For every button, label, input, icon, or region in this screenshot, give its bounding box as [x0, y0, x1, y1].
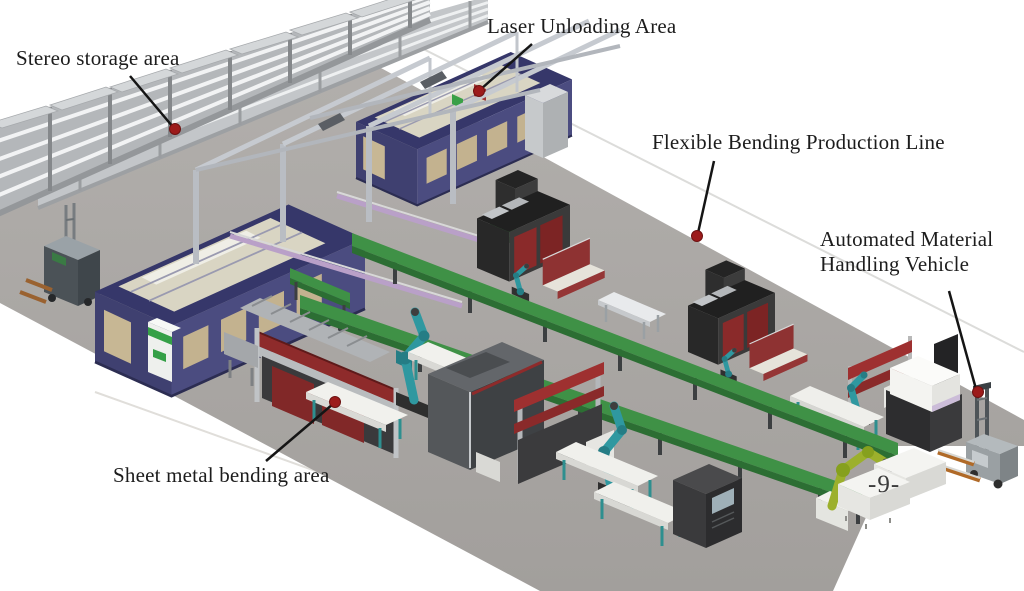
- robot-arm-1: [396, 307, 430, 418]
- factory-floor: [0, 50, 1024, 591]
- forklift: [19, 203, 100, 306]
- label-automated-material-handling-vehicle: Automated Material Handling Vehicle: [820, 227, 994, 276]
- pointer-dot-laser-unloading: [473, 85, 485, 97]
- page-number: -9-: [868, 471, 901, 498]
- conveyor-belt-upper: [352, 233, 898, 475]
- label-stereo-storage-area: Stereo storage area: [16, 46, 180, 70]
- work-table-small: [598, 292, 666, 339]
- pointer-dot-material-handling: [972, 386, 984, 398]
- laser-cutting-machine-2: [93, 203, 367, 398]
- stereo-storage-rack: [0, 0, 432, 217]
- pointer-dot-flexible-bending: [691, 230, 703, 242]
- pointer-dot-stereo-storage: [169, 123, 181, 135]
- pointer-dot-sheet-metal: [329, 396, 341, 408]
- machine-cabinet-tower: [525, 84, 568, 158]
- label-flexible-bending-production-line: Flexible Bending Production Line: [652, 130, 945, 154]
- label-laser-unloading-area: Laser Unloading Area: [487, 14, 677, 38]
- gantry-crane: [193, 18, 622, 264]
- label-leader-lines: [129, 43, 978, 462]
- work-table-4: [594, 482, 688, 546]
- automated-material-handling-vehicle: [937, 382, 1018, 489]
- pallet-stacks: [838, 448, 946, 529]
- white-top-machine: [886, 334, 962, 452]
- label-sheet-metal-bending-area: Sheet metal bending area: [113, 463, 330, 487]
- work-table-1: [306, 382, 408, 448]
- control-cabinet: [673, 464, 742, 548]
- label-pointer-dots: [169, 85, 984, 408]
